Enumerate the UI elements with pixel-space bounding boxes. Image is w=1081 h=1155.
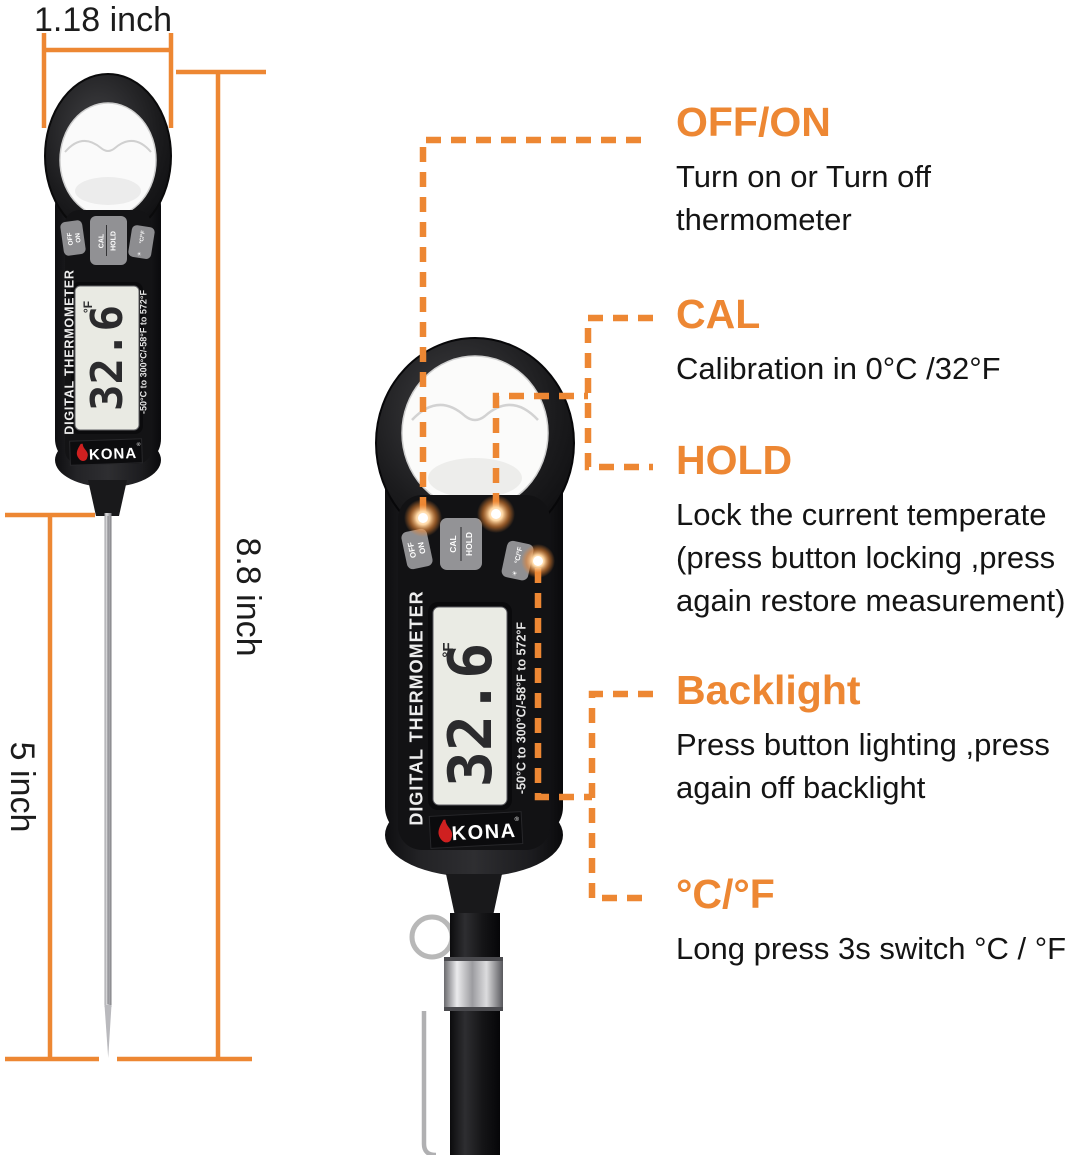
callout-hold-line2: (press button locking ,press — [676, 539, 1056, 575]
svg-text:®: ® — [514, 816, 519, 823]
svg-text:CAL: CAL — [448, 535, 458, 552]
large-lcd-value: 32.6 — [436, 643, 506, 788]
small-opener-wave — [64, 140, 152, 153]
small-opener-reflection — [75, 177, 141, 205]
large-backlight-icon: ☀ — [510, 569, 519, 577]
callout-hold-line3: again restore measurement) — [676, 582, 1066, 618]
small-panel-title: DIGITAL THERMOMETER — [63, 269, 77, 434]
svg-text:HOLD: HOLD — [464, 532, 474, 556]
svg-text:ON: ON — [74, 232, 82, 243]
large-power-button: OFF ON — [401, 528, 433, 570]
hang-hook — [409, 914, 455, 960]
large-cal-hold-button: CAL HOLD — [440, 518, 482, 570]
backlight-cf-connector — [588, 690, 653, 902]
width-dimension-label: 1.18 inch — [34, 1, 172, 39]
callout-backlight: Backlight Press button lighting ,press a… — [676, 667, 1050, 809]
callout-cf-title: °C/°F — [676, 871, 775, 917]
svg-text:OFF: OFF — [66, 232, 75, 246]
large-panel-title: DIGITAL THERMOMETER — [407, 590, 427, 825]
small-lcd-unit: °F — [81, 301, 95, 313]
svg-text:°C/°F: °C/°F — [513, 545, 524, 564]
metal-ring — [444, 957, 503, 1011]
small-backlight-icon: ☀ — [136, 251, 144, 257]
callout-backlight-line1: Press button lighting ,press — [676, 726, 1050, 762]
probe-sheath — [450, 913, 500, 1155]
small-cal-hold-button: CAL HOLD — [90, 216, 127, 265]
small-unit-button: °C/°F ☀ — [128, 225, 155, 259]
callout-hold-title: HOLD — [676, 437, 793, 483]
small-probe-tip — [104, 1005, 112, 1058]
callout-backlight-line2: again off backlight — [676, 769, 926, 805]
callout-cal-line1: Calibration in 0°C /32°F — [676, 350, 1001, 386]
small-thermometer: OFF ON CAL HOLD °C/°F ☀ 32.6 °F DIGITAL … — [44, 73, 172, 1058]
callout-cf-line1: Long press 3s switch °C / °F — [676, 930, 1067, 966]
large-lcd — [432, 606, 508, 806]
small-lcd-value: 32.6 — [82, 305, 133, 411]
metal-ring-top-edge — [444, 957, 503, 961]
small-power-button: OFF ON — [60, 220, 86, 256]
kona-flame-icon — [76, 443, 88, 461]
large-thermometer: OFF ON CAL HOLD °C/°F ☀ 32.6 °F DIGITAL … — [375, 337, 575, 1155]
small-range-label: -50°C to 300°C/-58°F to 572°F — [139, 290, 149, 414]
large-range-label: -50°C to 300°C/-58°F to 572°F — [515, 622, 529, 794]
kona-flame-icon — [438, 819, 453, 843]
svg-text:°C/°F: °C/°F — [139, 230, 147, 245]
cal-hold-connector — [584, 314, 653, 471]
pocket-clip — [421, 1011, 437, 1155]
svg-text:OFF: OFF — [406, 541, 418, 559]
svg-text:ON: ON — [416, 541, 427, 555]
callout-cal: CAL Calibration in 0°C /32°F — [676, 291, 1001, 390]
callout-offon: OFF/ON Turn on or Turn off thermometer — [676, 99, 932, 241]
callout-backlight-title: Backlight — [676, 667, 861, 713]
metal-ring-bottom-edge — [444, 1007, 503, 1011]
callout-cf: °C/°F Long press 3s switch °C / °F — [676, 871, 1067, 970]
callout-offon-line2: thermometer — [676, 201, 852, 237]
large-lcd-unit: °F — [440, 642, 457, 657]
svg-text:KONA: KONA — [89, 445, 138, 464]
height-dimension-label: 8.8 inch — [229, 537, 267, 657]
large-brand-logo: KONA ® — [428, 811, 524, 849]
small-brand-logo: KONA ® — [69, 438, 143, 466]
svg-text:CAL: CAL — [99, 233, 106, 248]
small-collar — [88, 480, 127, 516]
large-collar — [446, 874, 502, 916]
callout-cal-title: CAL — [676, 291, 761, 337]
svg-text:HOLD: HOLD — [111, 231, 118, 251]
svg-text:®: ® — [137, 441, 141, 448]
callout-offon-line1: Turn on or Turn off — [676, 158, 932, 194]
small-lcd — [74, 285, 140, 431]
large-opener-reflection — [428, 458, 522, 498]
callout-hold-line1: Lock the current temperate — [676, 496, 1047, 532]
callout-hold: HOLD Lock the current temperate (press b… — [676, 437, 1066, 622]
callout-offon-title: OFF/ON — [676, 99, 831, 145]
svg-text:KONA: KONA — [451, 820, 517, 845]
